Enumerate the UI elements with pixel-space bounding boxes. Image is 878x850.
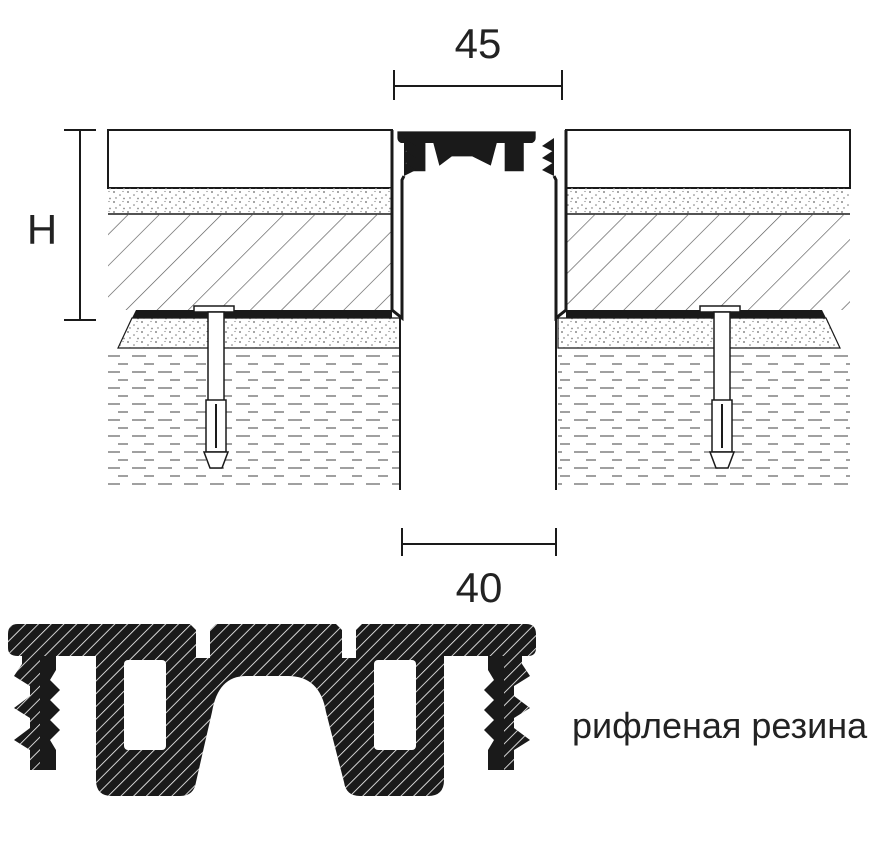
left-floor-section <box>107 129 401 490</box>
rubber-profile-icon <box>8 620 536 796</box>
joint-profile-frame <box>390 130 568 322</box>
anchor-bolt-icon <box>699 305 741 469</box>
right-anchor-teeth <box>542 138 554 176</box>
dimension-top-label: 45 <box>455 20 502 67</box>
dimension-height: H <box>27 129 96 321</box>
dimension-top: 45 <box>393 20 563 100</box>
anchor-bolt-icon <box>193 305 235 469</box>
dimension-bottom-label: 40 <box>456 564 503 611</box>
profile-label: рифленая резина <box>572 705 868 746</box>
dimension-height-label: H <box>27 206 57 253</box>
rubber-profile-small <box>397 131 536 172</box>
left-anchor-teeth <box>404 138 416 176</box>
dimension-bottom: 40 <box>401 528 557 611</box>
right-floor-section <box>555 129 851 490</box>
